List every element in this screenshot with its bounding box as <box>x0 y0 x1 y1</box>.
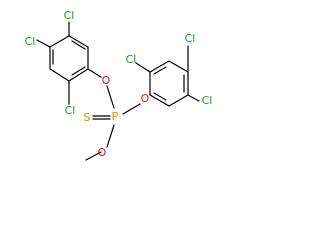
bond <box>49 35 70 48</box>
bond <box>153 66 167 75</box>
bond <box>71 66 86 76</box>
chlorine-label: Cl <box>25 35 36 48</box>
phosphorus-label: P <box>112 110 119 123</box>
chlorine-label: Cl <box>185 32 196 45</box>
bond <box>36 39 51 48</box>
sulfur-label: S <box>84 111 91 124</box>
bond <box>85 151 102 161</box>
bond <box>149 94 170 107</box>
chlorine-label: Cl <box>65 104 76 117</box>
bond <box>149 60 170 73</box>
chlorine-label: Cl <box>126 53 137 66</box>
bond <box>68 68 89 82</box>
chlorine-label: Cl <box>202 94 213 107</box>
oxygen-label: O <box>102 74 111 87</box>
oxygen-label: O <box>98 146 107 159</box>
bond <box>87 68 102 78</box>
bond <box>122 103 141 115</box>
right-ring <box>149 60 189 107</box>
bond <box>106 85 115 109</box>
bond <box>168 60 189 73</box>
bond <box>71 40 86 50</box>
molecule-diagram: Cl Cl Cl O P S O O Cl Cl Cl <box>24 9 213 161</box>
bond <box>68 35 89 48</box>
structure-svg: Cl Cl Cl O P S O O Cl Cl Cl <box>25 9 213 161</box>
bond <box>106 124 115 148</box>
bond <box>168 94 189 107</box>
bond <box>135 62 151 73</box>
bond <box>153 92 167 101</box>
bond <box>49 68 70 82</box>
bond <box>187 94 200 102</box>
oxygen-label: O <box>141 92 150 105</box>
left-ring <box>49 35 89 82</box>
chlorine-label: Cl <box>64 9 75 22</box>
